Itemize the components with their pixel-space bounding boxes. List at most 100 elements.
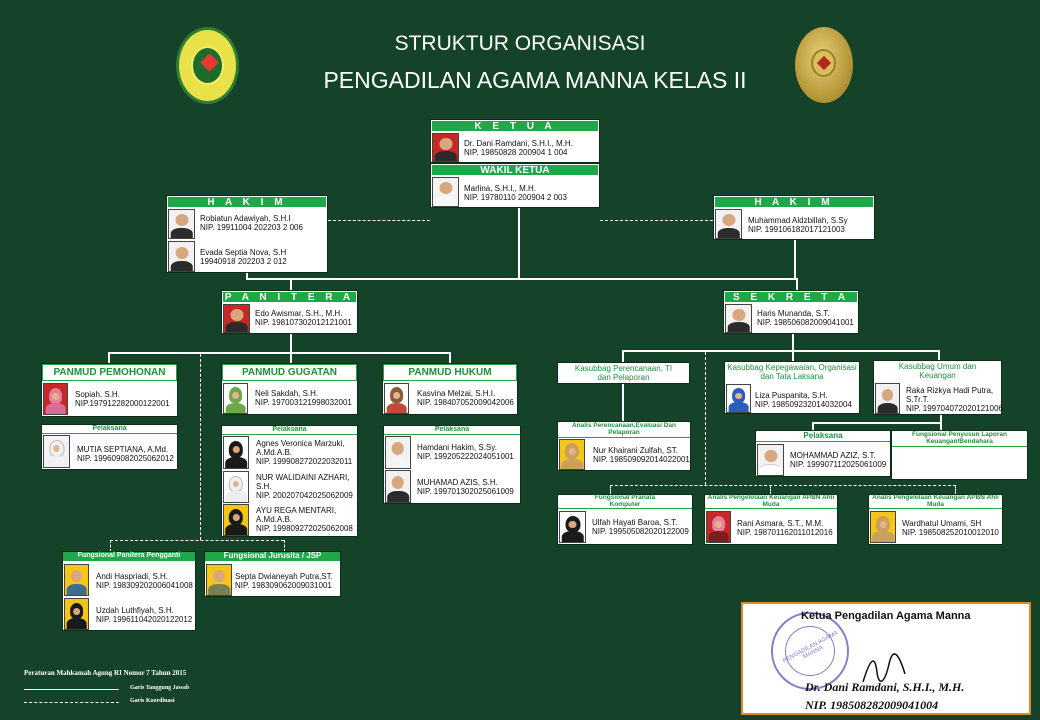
- pelaksana-name: NUR WALIDAINI AZHARI,: [256, 473, 350, 482]
- panmud-nip: NIP. 197003121998032001: [255, 398, 352, 407]
- connector-line: [246, 278, 292, 280]
- panitera-header: P A N I T E R A: [222, 291, 357, 303]
- pelaksana-photo: [223, 436, 249, 469]
- analis-apbn-nip: NIP. 198508252010012010: [902, 528, 999, 537]
- panitera-pengganti-nip: NIP. 199611042020122012: [96, 615, 193, 624]
- coordination-line: [610, 485, 611, 495]
- pelaksana-label: Pelaksana: [384, 426, 520, 435]
- fungsional-panitera-label: Fungsional Panitera Pengganti: [63, 552, 195, 562]
- panitera-pengganti-name: Uzdah Luthfiyah, S.H.: [96, 606, 174, 615]
- pelaksana-sekretariat-box: Pelaksana MOHAMMAD AZIZ, S.T. NIP. 19990…: [755, 430, 891, 477]
- analis-apbn-right-box: Analis Pengelolaan Keuangan APBN Ahli Mu…: [868, 494, 1003, 545]
- coordination-line: [200, 354, 201, 540]
- pelaksana-name-2: S.H.: [256, 482, 272, 491]
- panmud-photo: [223, 383, 248, 414]
- kasubbag-kepegawaian-title: Kasubbag Kepegawaian, Organisasi dan Tat…: [725, 362, 859, 383]
- panitera-name: Edo Awismar, S.H., M.H.: [255, 309, 343, 318]
- panitera-box: P A N I T E R A Edo Awismar, S.H., M.H. …: [221, 290, 358, 334]
- panmud-nip: NIP. 198407052009042006: [417, 398, 514, 407]
- connector-line: [796, 278, 798, 290]
- pranata-komputer-name: Ulfah Hayati Baroa, S.T.: [592, 518, 678, 527]
- kasubbag-kepegawaian-box: Kasubbag Kepegawaian, Organisasi dan Tat…: [724, 361, 860, 414]
- ketua-photo: [432, 133, 459, 162]
- pelaksana-pemohonan-box: Pelaksana MUTIA SEPTIANA, A.Md. NIP. 199…: [41, 424, 178, 470]
- connector-line: [622, 350, 624, 362]
- analis-perencanaan-box: Analis Perencanaan,Evaluasi Dan Pelapora…: [557, 421, 691, 471]
- hakim-left-box: H A K I M Robiatun Adawiyah, S.H.I NIP. …: [166, 195, 328, 273]
- hakim-photo: [168, 209, 195, 239]
- sekretaris-nip: NIP. 198506082009041001: [757, 318, 854, 327]
- legend-solid-line: [24, 689, 119, 690]
- sekretaris-header: S E K R E T A R I S: [724, 291, 858, 314]
- coordination-line: [770, 485, 771, 495]
- pelaksana-name: Hamdani Hakim, S.Sy.: [417, 443, 497, 452]
- connector-line: [108, 352, 451, 354]
- pelaksana-label: Pelaksana: [42, 425, 177, 434]
- pelaksana-photo: [757, 444, 784, 476]
- connector-line: [938, 350, 940, 362]
- hakim-photo: [168, 241, 195, 272]
- legend-dashed-line: [24, 702, 119, 703]
- connector-line: [518, 208, 520, 280]
- panmud-pemohonan-box: PANMUD PEMOHONAN Sopiah, S.H. NIP.197912…: [41, 363, 178, 417]
- gold-emblem-logo: [795, 27, 853, 103]
- pelaksana-nip: NIP. 199609082025062012: [77, 454, 174, 463]
- analis-apbn-label: Analis Pengelolaan Keuangan APBN Ahli Mu…: [869, 494, 1002, 509]
- connector-line: [794, 240, 796, 280]
- kasubbag-kepegawaian-name: Liza Puspanita, S.H.: [755, 391, 828, 400]
- connector-line: [108, 352, 110, 364]
- wakil-ketua-nip: NIP. 19780110 200904 2 003: [464, 193, 567, 202]
- connector-line: [449, 352, 451, 364]
- pelaksana-photo: [43, 435, 70, 468]
- analis-apbn-photo: [706, 511, 731, 543]
- pelaksana-nip: NIP. 199701302025061009: [417, 487, 514, 496]
- coordination-line: [705, 352, 706, 485]
- hakim-right-box: H A K I M Muhammad Aldzbillah, S.Sy NIP.…: [713, 195, 875, 240]
- handwritten-signature: [862, 653, 906, 683]
- coordination-line: [110, 540, 111, 552]
- panitera-nip: NIP. 198107302012121001: [255, 318, 352, 327]
- panitera-pengganti-nip: NIP. 198309202006041008: [96, 581, 193, 590]
- coordination-line: [284, 540, 285, 552]
- kasubbag-umum-name-2: S.Tr.T.: [906, 395, 929, 404]
- panmud-gugatan-box: PANMUD GUGATAN Neli Sakdah, S.H. NIP. 19…: [221, 363, 358, 415]
- pelaksana-name: MUTIA SEPTIANA, A.Md.: [77, 445, 169, 454]
- analis-perencanaan-label: Analis Perencanaan,Evaluasi Dan Pelapora…: [558, 422, 690, 438]
- wakil-ketua-name: Marlina, S.H.I., M.H.: [464, 184, 537, 193]
- connector-line: [792, 350, 794, 362]
- pranata-komputer-photo: [559, 511, 586, 543]
- kasubbag-ptip-box: Kasubbag Perencanaan, TI dan Pelaporan: [557, 362, 690, 384]
- connector-line: [246, 272, 248, 280]
- fungsional-jurusita-box: Fungsional Jurusita / JSP Septa Dwianeya…: [204, 551, 341, 597]
- analis-perencanaan-name: Nur Khairani Zulfah, ST.: [593, 446, 678, 455]
- fungsional-jurusita-label: Fungsional Jurusita / JSP: [205, 552, 340, 562]
- ketua-box: K E T U A Dr. Dani Ramdani, S.H.I., M.H.…: [430, 119, 600, 163]
- pelaksana-name-2: A.Md.A.B.: [256, 515, 293, 524]
- chart-subtitle: PENGADILAN AGAMA MANNA KELAS II: [323, 67, 747, 93]
- analis-apbn-photo: [870, 511, 896, 543]
- sekretaris-name: Haris Munanda, S.T.: [757, 309, 830, 318]
- hakim-photo: [715, 209, 742, 239]
- kasubbag-kepegawaian-photo: [726, 384, 751, 413]
- connector-line: [290, 352, 292, 364]
- connector-line: [290, 278, 798, 280]
- pelaksana-photo: [385, 436, 411, 469]
- pelaksana-nip: NIP. 199907112025061009: [790, 460, 887, 469]
- pranata-komputer-label: Fungsional Pranata Komputer: [558, 494, 692, 509]
- analis-apbn-nip: NIP. 198701162011012016: [737, 528, 833, 537]
- analis-apbn-left-box: Analis Pengelolaan Keuangan APBN Ahli Mu…: [704, 494, 838, 545]
- pranata-komputer-box: Fungsional Pranata Komputer Ulfah Hayati…: [557, 494, 693, 545]
- pelaksana-name: MUHAMAD AZIS, S.H.: [417, 478, 498, 487]
- analis-perencanaan-photo: [559, 439, 585, 470]
- connector-line: [812, 422, 814, 430]
- hakim-name: Muhammad Aldzbillah, S.Sy: [748, 216, 848, 225]
- sekretaris-photo: [725, 304, 752, 333]
- chart-title: STRUKTUR ORGANISASI: [394, 32, 646, 55]
- ketua-nip: NIP. 19850828 200904 1 004: [464, 148, 568, 157]
- pelaksana-nip: NIP. 199809272025062008: [256, 524, 353, 533]
- fungsional-panitera-box: Fungsional Panitera Pengganti Andi Haspr…: [62, 551, 196, 631]
- analis-perencanaan-nip: NIP. 198509092014022001: [593, 455, 690, 464]
- legend-solid-label: Garis Tanggung Jawab: [130, 685, 190, 691]
- signature-name: Dr. Dani Ramdani, S.H.I., M.H.: [805, 680, 965, 694]
